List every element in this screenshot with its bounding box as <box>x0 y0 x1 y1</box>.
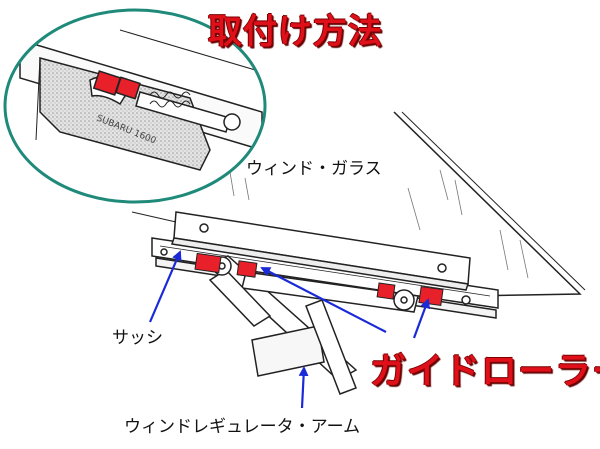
window-glass-label: ウィンド・ガラス <box>246 159 382 179</box>
pointer-arrows <box>148 250 430 409</box>
glass-holder-bar <box>131 211 471 291</box>
zoom-inset: SUBARU 1600 <box>3 8 267 204</box>
regulator-arm-label: ウィンドレギュレータ・アーム <box>124 417 361 437</box>
regulator-arms <box>208 255 419 395</box>
diagram-title: 取付け方法 <box>208 12 383 52</box>
guide-roller-label: ガイドローラー <box>370 351 600 392</box>
window-glass <box>229 111 586 297</box>
sash-label: サッシ <box>112 328 163 348</box>
